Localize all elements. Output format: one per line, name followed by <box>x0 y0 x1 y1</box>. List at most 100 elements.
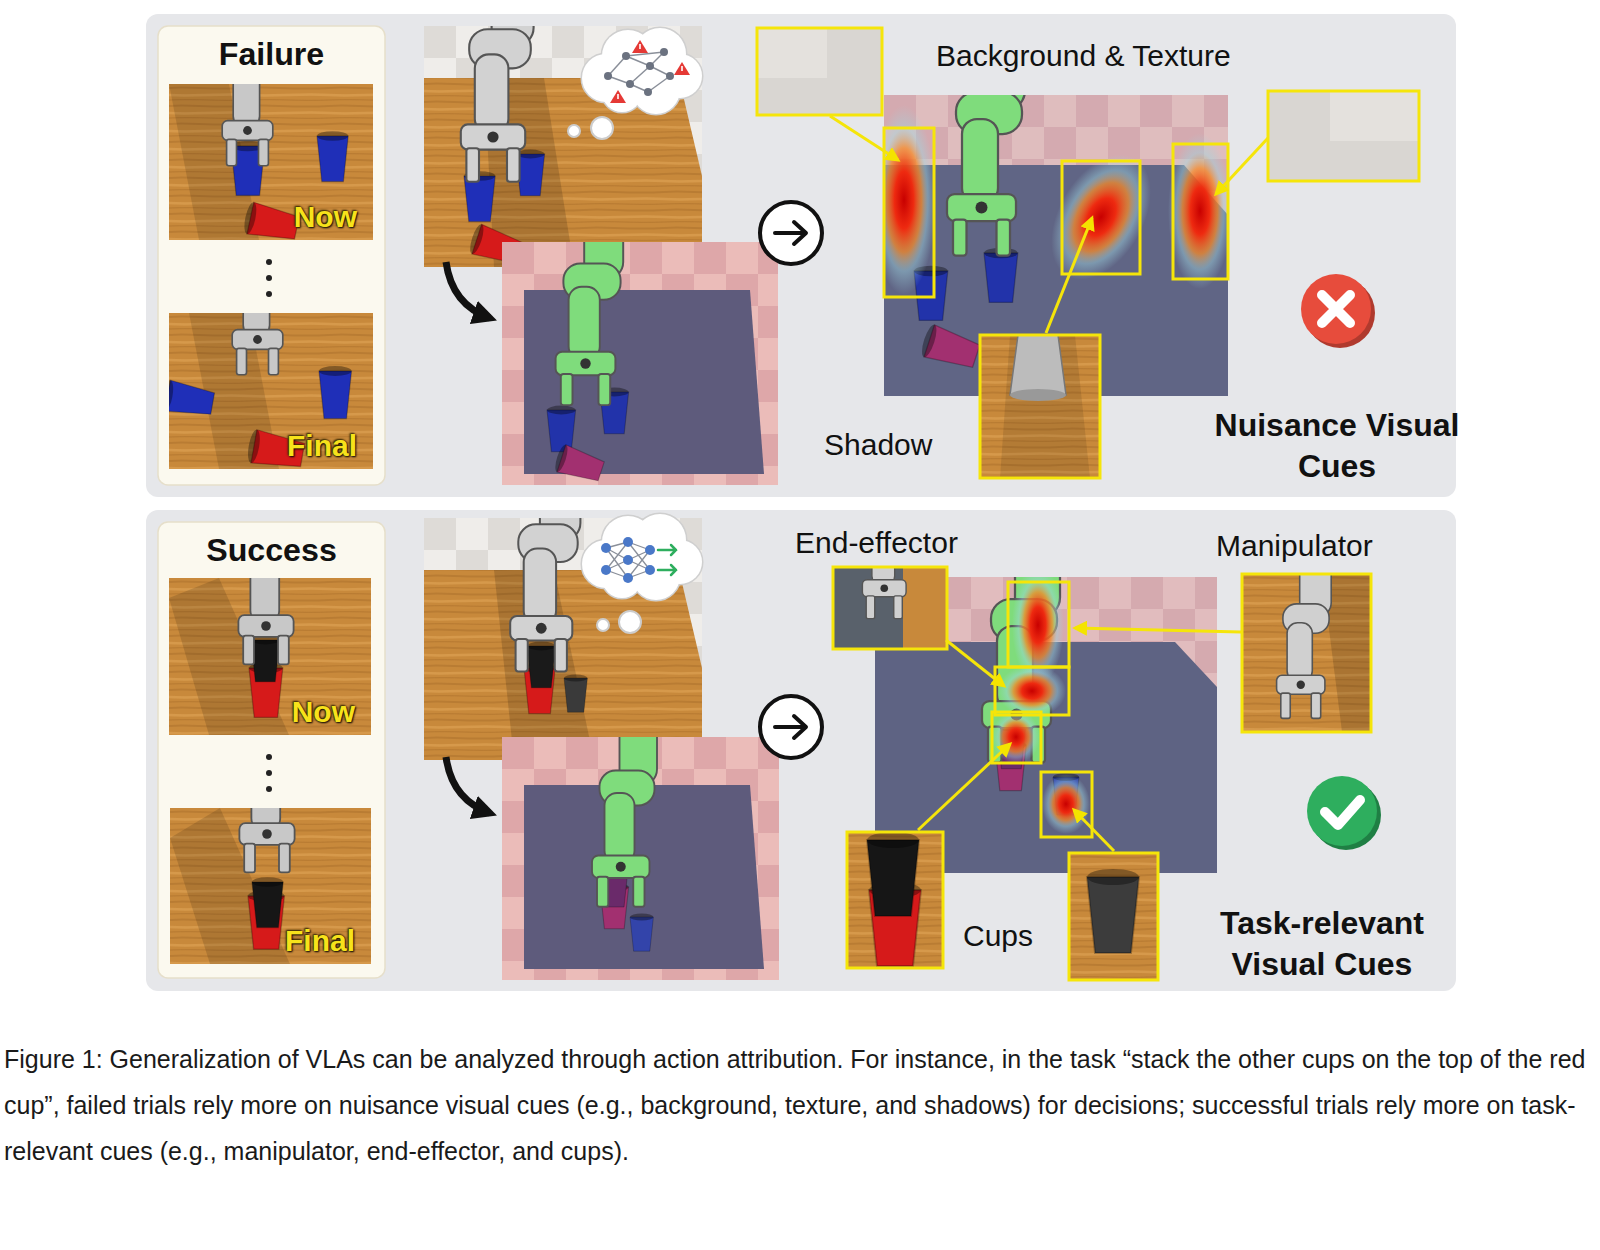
failure-frames-part <box>160 191 373 472</box>
success-crops-part-part <box>847 832 943 968</box>
failure-crops-part-part <box>980 335 1100 478</box>
success-scene-part <box>582 514 702 600</box>
rollout-frame: Final <box>170 808 371 964</box>
failure-heatmap-part <box>872 5 1232 396</box>
success-scene-part-part-part <box>623 573 633 583</box>
cue-label: Background & Texture <box>936 38 1231 74</box>
success-frames-part-part <box>266 770 272 776</box>
success-crops-part-part <box>847 832 943 968</box>
failure-crops-part <box>980 335 1100 478</box>
success-scene-part-part <box>592 698 657 907</box>
success-scene-part <box>775 716 806 738</box>
caption-anchor: Figure 1: Generalization of VLAs can be … <box>4 1036 1594 1174</box>
panel-title: Nuisance Visual Cues <box>1207 405 1467 487</box>
success-scene-part-part-part <box>645 545 655 555</box>
failure-scene-part-part <box>604 48 674 96</box>
label-anchor: Cups <box>963 918 1033 954</box>
failure-scene-part-part <box>556 188 624 405</box>
failure-frames-part-part <box>266 259 272 265</box>
success-crops-part-part <box>1069 853 1158 980</box>
success-heatmap-part <box>992 582 1092 837</box>
success-scene-part-part-part <box>645 565 655 575</box>
failure-crops-part <box>1322 295 1350 323</box>
failure-scene-part-part-part <box>632 40 648 53</box>
label-anchor: Manipulator <box>1216 528 1373 564</box>
failure-scene-part-part-part <box>610 90 626 103</box>
failure-scene-part <box>424 0 702 268</box>
success-heatmap-part-part <box>995 667 1069 715</box>
success-crops-part-part <box>903 567 947 649</box>
failure-scene-part-part-part <box>608 56 626 76</box>
failure-frames-part-part <box>319 366 352 419</box>
success-crops-part <box>1325 800 1360 825</box>
failure-scene-part-part-part <box>674 62 690 75</box>
success-crops-part <box>1242 543 1371 732</box>
panel-title: Task-relevant Visual Cues <box>1192 903 1452 985</box>
failure-heatmap-part-part <box>884 128 934 297</box>
cue-label: End-effector <box>795 525 958 561</box>
failure-scene-part-part <box>618 44 682 99</box>
success-frames-part-part <box>252 877 283 927</box>
failure-scene-part-part-part <box>681 66 683 71</box>
failure-scene-part-part-part <box>626 80 634 88</box>
success-crops-part <box>1069 853 1158 980</box>
success-scene <box>424 446 822 980</box>
success-scene-part-part-part <box>623 537 633 547</box>
failure-scene-part <box>775 222 806 244</box>
success-crops-part-part <box>946 640 1004 686</box>
success-crops-part <box>918 628 1241 851</box>
failure-scene-part-part <box>610 40 690 103</box>
label-anchor: Background & Texture <box>936 38 1231 74</box>
failure-scene-part <box>582 28 702 114</box>
success-heatmap-part-part <box>1041 772 1092 837</box>
failure-frames-part-part <box>317 131 348 181</box>
failure-scene-part-part-part <box>648 76 670 92</box>
failure-scene-part-part <box>502 242 778 485</box>
success-scene-part-part <box>564 674 587 712</box>
failure-heatmap-part-part <box>1173 144 1228 279</box>
success-scene-part <box>619 611 641 633</box>
cue-label: Shadow <box>824 427 932 463</box>
success-frames-part-part <box>251 636 280 682</box>
failure-crops-part-part <box>1216 138 1268 194</box>
failure-scene-part-part-part <box>644 88 652 96</box>
rollout-frame: Now <box>169 84 373 240</box>
success-crops-part-part <box>833 567 947 649</box>
frame-tag: Final <box>287 429 357 463</box>
failure-crops-part-part <box>1046 218 1092 333</box>
panel-ground-part <box>158 26 385 485</box>
panel-ground <box>146 14 1456 991</box>
success-scene-part-part-part <box>623 555 633 565</box>
failure-frames-part <box>266 259 272 297</box>
success-scene-part <box>502 698 779 980</box>
cue-label: Manipulator <box>1216 528 1373 564</box>
failure-frames-part-part <box>242 201 300 244</box>
failure-crops-part-part <box>1000 335 1090 478</box>
failure-scene-part-part-part <box>666 72 674 80</box>
success-heatmap-part-part <box>1008 582 1069 667</box>
success-crops-part-part <box>1074 810 1114 851</box>
success-crops-part <box>847 832 943 968</box>
success-crops-part <box>1307 776 1377 846</box>
success-scene-part <box>760 696 822 758</box>
success-crops-part-part <box>1069 853 1158 980</box>
failure-crops-part-part <box>757 28 882 115</box>
failure-heatmap-part-part <box>872 105 936 295</box>
failure-crops-part <box>1330 91 1419 141</box>
failure-heatmap-part-part <box>1168 133 1232 289</box>
success-scene-part-part-part <box>601 565 611 575</box>
success-scene-part-part-part <box>601 543 611 553</box>
success-scene-part-part <box>658 545 676 575</box>
label-anchor: Shadow <box>824 427 932 463</box>
failure-scene-part-part-part <box>630 66 650 84</box>
failure-scene-part-part <box>547 406 576 452</box>
success-crops-part-part <box>1075 628 1241 632</box>
success-scene-part-part <box>527 642 556 688</box>
failure-frames-part-part <box>266 291 272 297</box>
failure-scene-part-part <box>553 443 606 484</box>
success-scene-part-part-part <box>658 565 676 575</box>
failure-crops-part-part <box>1268 91 1419 181</box>
frame-tag: Now <box>292 695 355 729</box>
failure-scene-part-part-part <box>617 94 619 99</box>
